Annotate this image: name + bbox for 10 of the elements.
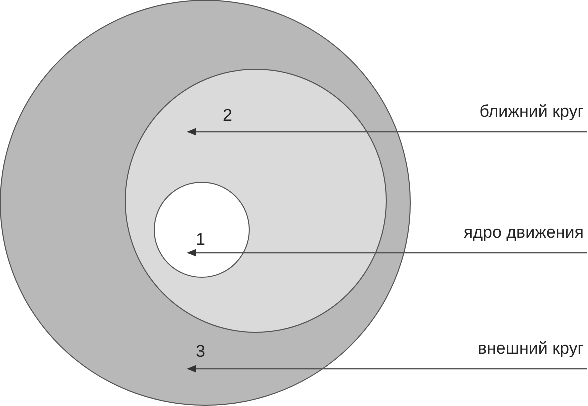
outer-circle	[0, 0, 411, 406]
callout-number: 2	[223, 107, 232, 124]
zone-label: ближний круг	[480, 102, 584, 122]
zone-label: внешний круг	[478, 339, 584, 359]
callout-number: 1	[196, 231, 206, 248]
leader-line	[187, 249, 587, 257]
callout-number: 3	[196, 343, 206, 360]
leader-line	[187, 128, 587, 136]
leader-line	[187, 365, 587, 373]
zone-label: ядро движения	[464, 223, 584, 243]
